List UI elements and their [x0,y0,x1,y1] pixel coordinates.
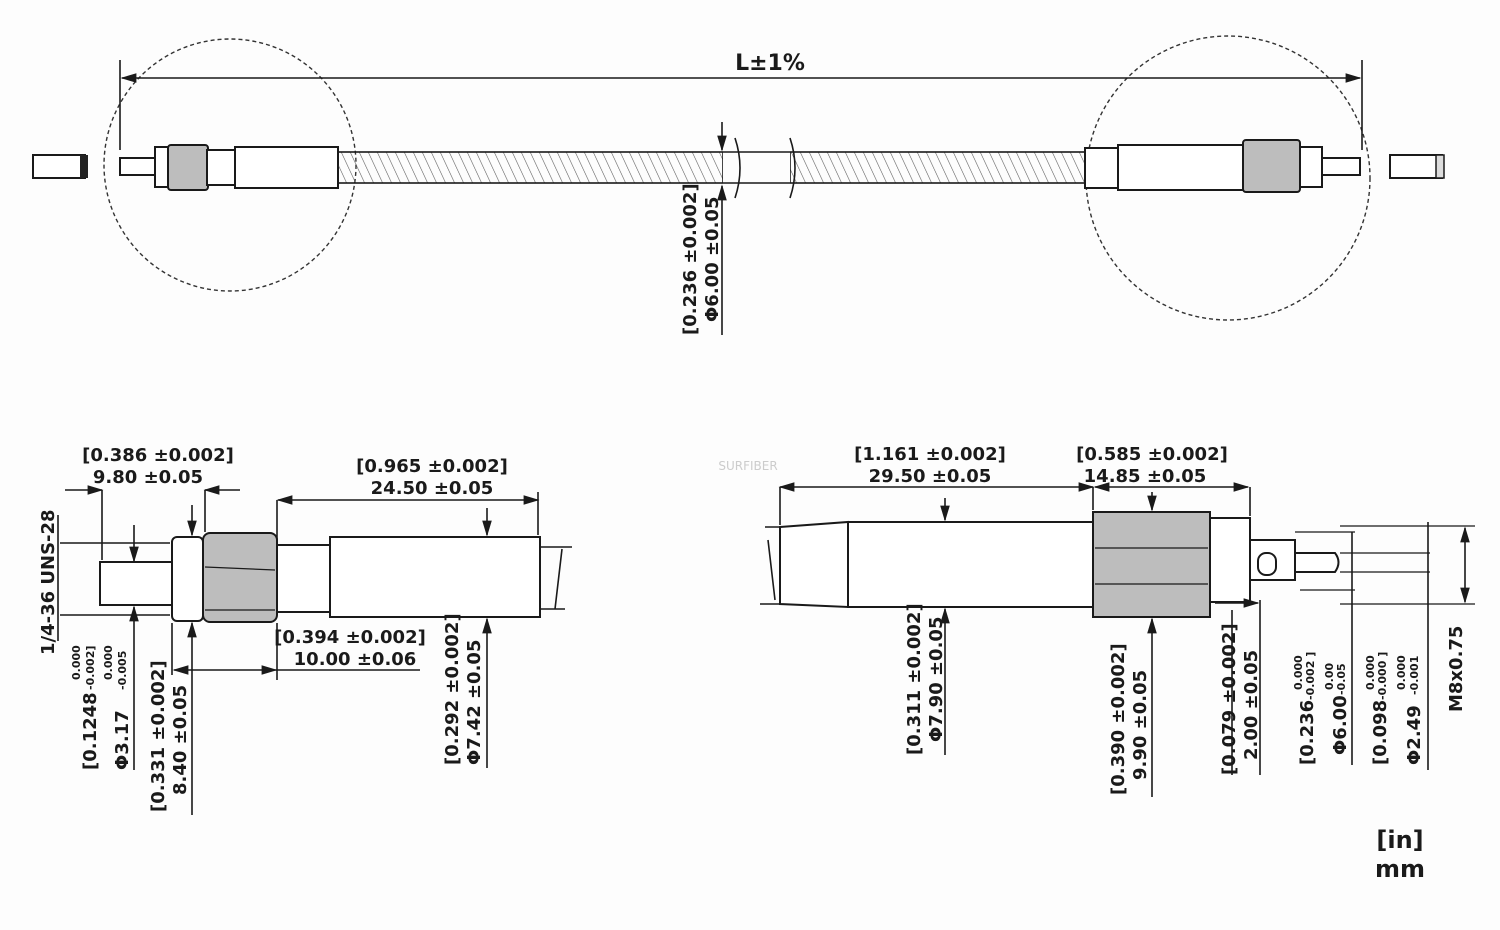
len-10-00-mm: 10.00 ±0.06 [294,649,417,670]
dia-9-90-inch: [0.390 ±0.002] [1108,643,1129,795]
pin-dia-inch-tol-lower: -0.002] [84,646,97,690]
hose-diameter-mm: Φ6.00 ±0.05 [702,197,723,322]
dia-6-00-inch-tol-upper: 0.000 [1292,655,1305,690]
pin-dia-mm-tol-upper: 0.000 [102,645,115,680]
len-14-85-inch: [0.585 ±0.002] [1076,444,1228,465]
hose-diameter-inch: [0.236 ±0.002] [680,183,701,335]
left-thread-spec: 1/4-36 UNS-28 [38,509,59,655]
len-9-80-inch: [0.386 ±0.002] [82,445,234,466]
left-detail-nut [202,532,278,623]
dia-6-00-mm: Φ6.00 [1330,695,1351,755]
unit-mm-label: mm [1375,855,1425,883]
dia-7-90-inch: [0.311 ±0.002] [904,603,925,755]
len-10-00-inch: [0.394 ±0.002] [274,627,426,648]
dia-2-49-mm: Φ2.49 [1404,705,1425,765]
dia-7-42-mm: Φ7.42 ±0.05 [464,640,485,765]
dia-2-49-inch: [0.098 [1370,700,1391,765]
watermark: SURFIBER [718,459,777,473]
left-connector-detail: [0.386 ±0.002] 9.80 ±0.05 [0.965 ±0.002]… [38,445,572,815]
pin-dia-inch: [0.1248 [80,692,101,770]
dia-6-00-mm-tol-lower: -0.05 [1335,663,1348,695]
right-connector-nut [1242,139,1301,193]
armored-hose [337,151,724,184]
len-14-85-mm: 14.85 ±0.05 [1084,466,1207,487]
detail-circle-right [1085,35,1371,321]
len-2-00-inch: [0.079 ±0.002] [1219,623,1240,775]
pin-dia-mm-tol-lower: -0.005 [116,651,129,690]
left-dust-cap [32,154,86,179]
len-24-50-inch: [0.965 ±0.002] [356,456,508,477]
dia-6-00-inch-tol-lower: -0.002 ] [1304,652,1317,700]
dia-8-40-inch: [0.331 ±0.002] [148,660,169,812]
dia-7-90-mm: Φ7.90 ±0.05 [926,617,947,742]
len-9-80-mm: 9.80 ±0.05 [93,467,203,488]
right-thread-spec: M8x0.75 [1446,626,1467,712]
len-2-00-mm: 2.00 ±0.05 [1241,650,1262,760]
break-marks [734,137,796,199]
len-24-50-mm: 24.50 ±0.05 [371,478,494,499]
pin-dia-inch-tol-upper: 0.000 [70,645,83,680]
dia-6-00-inch: [0.236 [1297,700,1318,765]
length-label: L±1% [735,51,805,76]
dia-6-00-mm-tol-upper: 0.00 [1323,663,1336,690]
dia-2-49-inch-tol-lower: -0.000 ] [1376,652,1389,700]
dia-7-42-inch: [0.292 ±0.002] [442,613,463,765]
dia-2-49-mm-tol-lower: -0.001 [1408,656,1421,695]
pin-dia-mm: Φ3.17 [112,710,133,770]
len-29-50-inch: [1.161 ±0.002] [854,444,1006,465]
svg-text:[0.1248: [0.1248 [80,692,101,770]
unit-inch-label: [in] [1376,826,1423,854]
right-detail-nut [1092,511,1211,618]
dia-8-40-mm: 8.40 ±0.05 [170,685,191,795]
dia-9-90-mm: 9.90 ±0.05 [1130,670,1151,780]
svg-text:[0.386 ±0.002]: [0.386 ±0.002] [82,445,234,466]
left-connector-nut [167,144,209,191]
right-connector-detail: [1.161 ±0.002] 29.50 ±0.05 [0.585 ±0.002… [760,444,1475,797]
dia-2-49-mm-tol-upper: 0.000 [1395,655,1408,690]
dia-2-49-inch-tol-upper: 0.000 [1364,655,1377,690]
cable-overview: L±1% [0.236 ±0.002] Φ6.00 ±0.05 [32,35,1445,335]
right-dust-cap [1389,154,1443,179]
len-29-50-mm: 29.50 ±0.05 [869,466,992,487]
